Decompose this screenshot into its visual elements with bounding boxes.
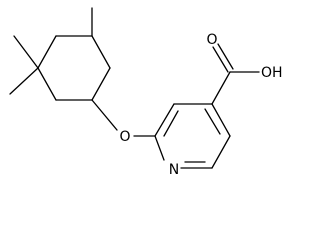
methyl-bond (9, 67, 39, 95)
bond (37, 35, 57, 69)
ether-oxygen-label: O (119, 129, 130, 145)
bond (154, 103, 175, 137)
nitrogen-label: N (169, 162, 179, 178)
bond (91, 67, 111, 101)
molecule-drawing: O N O OH (9, 7, 283, 178)
hydroxyl-label: OH (261, 65, 283, 81)
methyl-bond (13, 35, 39, 69)
double-bond-inner (163, 110, 179, 137)
bond (91, 99, 118, 131)
bond (37, 67, 57, 101)
bond (211, 135, 231, 169)
bond (211, 71, 231, 105)
carbonyl-bond (217, 43, 234, 70)
bond (91, 35, 111, 69)
carbonyl-oxygen-label: O (206, 32, 217, 48)
double-bond-inner (204, 108, 221, 135)
bond (211, 103, 231, 137)
carbonyl-bond (212, 46, 229, 73)
bond (154, 135, 165, 161)
structure-diagram: O N O OH (9, 7, 283, 178)
